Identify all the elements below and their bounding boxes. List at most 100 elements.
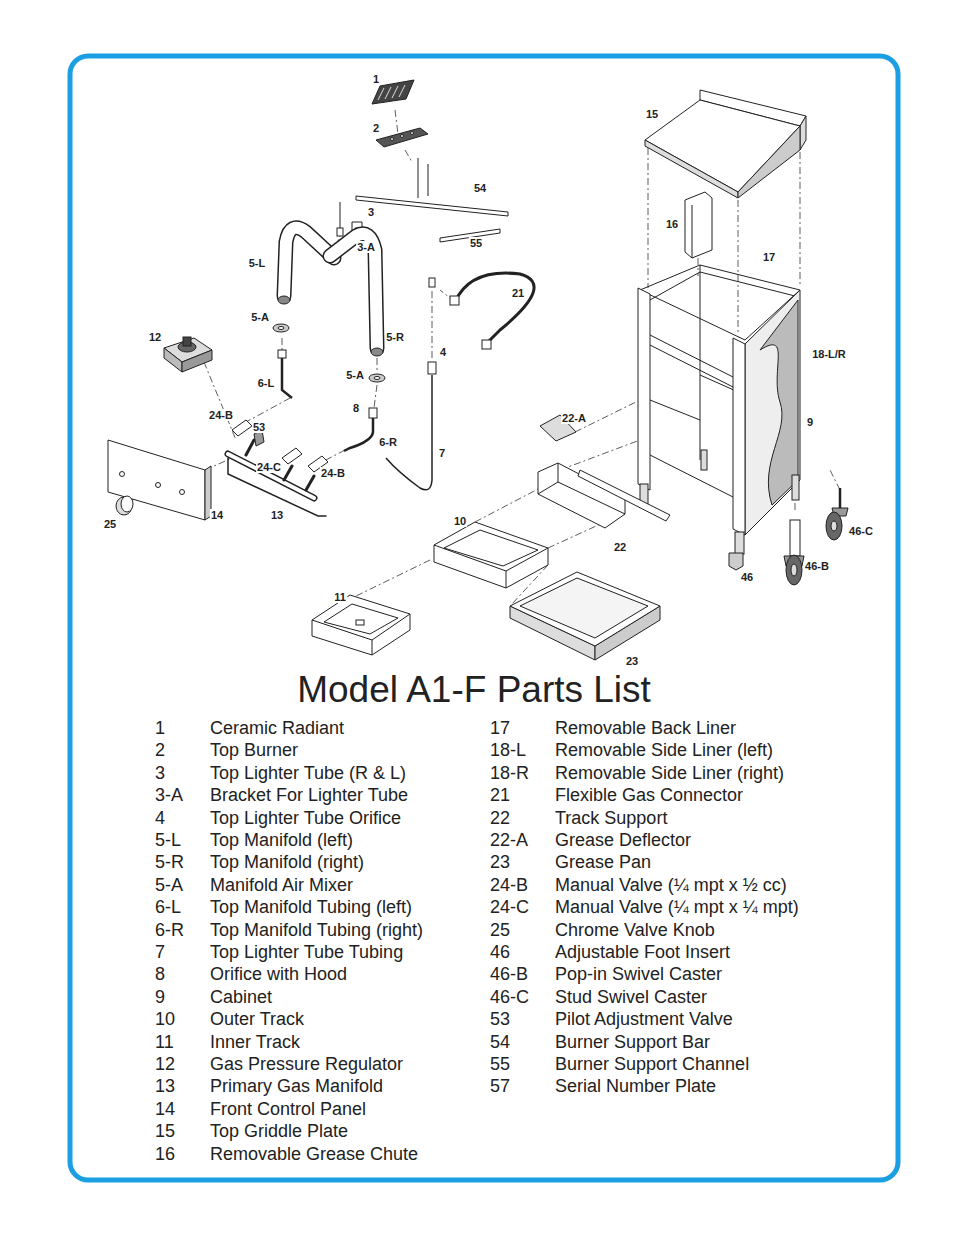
part-number: 1 — [155, 717, 165, 739]
grease-chute — [685, 192, 712, 258]
callout-number: 53 — [252, 421, 266, 433]
callout-number: 5-A — [250, 311, 270, 323]
burner-support — [429, 278, 435, 287]
part-number: 23 — [490, 851, 510, 873]
part-name: Removable Back Liner — [555, 717, 736, 739]
part-name: Removable Side Liner (left) — [555, 739, 773, 761]
part-number: 22-A — [490, 829, 528, 851]
part-number: 8 — [155, 963, 165, 985]
part-name: Manual Valve (¼ mpt x ¼ mpt) — [555, 896, 799, 918]
part-name: Top Manifold (right) — [210, 851, 364, 873]
part-number: 14 — [155, 1098, 175, 1120]
caster — [791, 564, 797, 576]
part-number: 16 — [155, 1143, 175, 1165]
flex-connector — [450, 273, 534, 349]
lighter-tubing — [386, 375, 432, 490]
grease-pan — [510, 572, 660, 646]
callout-number: 23 — [625, 655, 639, 667]
cabinet — [760, 300, 798, 505]
outer-track — [434, 522, 548, 588]
callout-number: 46-C — [848, 525, 874, 537]
callout-number: 21 — [511, 287, 525, 299]
caster — [786, 555, 802, 585]
grease-chute — [685, 192, 712, 258]
callout-number: 14 — [210, 509, 224, 521]
part-number: 6-L — [155, 896, 181, 918]
part-name: Top Manifold Tubing (left) — [210, 896, 412, 918]
callout-number: 10 — [453, 515, 467, 527]
part-name: Burner Support Channel — [555, 1053, 749, 1075]
cabinet — [638, 288, 650, 490]
leader-line — [830, 470, 840, 490]
burner-support — [356, 196, 508, 216]
ceramic-radiant — [378, 85, 405, 100]
part-name: Removable Side Liner (right) — [555, 762, 784, 784]
manifold-tubing — [369, 408, 377, 418]
part-number: 46 — [490, 941, 510, 963]
manual-valve — [282, 448, 302, 464]
part-name: Serial Number Plate — [555, 1075, 716, 1097]
part-name: Front Control Panel — [210, 1098, 366, 1120]
air-mixer — [273, 324, 385, 382]
leader-line — [246, 398, 290, 422]
manual-valve — [232, 420, 252, 436]
top-manifold — [330, 234, 377, 348]
part-number: 11 — [155, 1031, 174, 1053]
callout-number: 25 — [103, 518, 117, 530]
callout-number: 13 — [270, 509, 284, 521]
part-number: 22 — [490, 807, 510, 829]
part-name: Orifice with Hood — [210, 963, 347, 985]
top-burner — [376, 128, 428, 147]
manifold-tubing — [278, 350, 436, 451]
griddle-plate — [645, 100, 800, 192]
part-name: Flexible Gas Connector — [555, 784, 743, 806]
griddle-plate — [738, 126, 800, 198]
top-burner — [401, 135, 404, 138]
air-mixer — [278, 327, 284, 330]
callout-number: 5-A — [345, 369, 365, 381]
manual-valve — [232, 420, 328, 472]
part-number: 7 — [155, 941, 165, 963]
callout-number: 55 — [469, 237, 483, 249]
callout-number: 8 — [352, 402, 360, 414]
part-name: Inner Track — [210, 1031, 300, 1053]
inner-track — [356, 620, 364, 625]
part-number: 55 — [490, 1053, 510, 1075]
griddle-plate — [645, 140, 738, 198]
leader-line — [800, 152, 801, 286]
control-panel — [180, 490, 185, 495]
foot-insert — [729, 553, 743, 570]
control-panel — [156, 483, 161, 488]
cabinet — [745, 290, 800, 535]
burner-support — [337, 158, 508, 287]
part-name: Top Burner — [210, 739, 298, 761]
part-number: 46-B — [490, 963, 528, 985]
part-number: 10 — [155, 1008, 175, 1030]
part-name: Chrome Valve Knob — [555, 919, 715, 941]
part-number: 9 — [155, 986, 165, 1008]
part-name: Outer Track — [210, 1008, 304, 1030]
part-name: Track Support — [555, 807, 667, 829]
callout-number: 24-B — [320, 467, 346, 479]
callout-number: 7 — [438, 447, 446, 459]
gas-regulator — [183, 337, 191, 346]
leader-line — [405, 150, 412, 162]
leader-line — [352, 560, 430, 598]
part-name: Adjustable Foot Insert — [555, 941, 730, 963]
cabinet — [650, 335, 745, 498]
part-name: Top Manifold (left) — [210, 829, 353, 851]
callout-number: 17 — [762, 251, 776, 263]
outer-track — [434, 522, 548, 588]
air-mixer — [374, 377, 380, 380]
part-number: 18-R — [490, 762, 529, 784]
part-number: 53 — [490, 1008, 510, 1030]
callout-number: 18-L/R — [811, 348, 847, 360]
callout-number: 12 — [148, 331, 162, 343]
callout-number: 22-A — [561, 412, 587, 424]
gas-manifold — [228, 440, 326, 516]
callout-number: 4 — [439, 346, 447, 358]
leader-line — [432, 290, 433, 358]
cabinet — [735, 532, 744, 554]
leader-line — [395, 110, 398, 134]
part-number: 15 — [155, 1120, 175, 1142]
